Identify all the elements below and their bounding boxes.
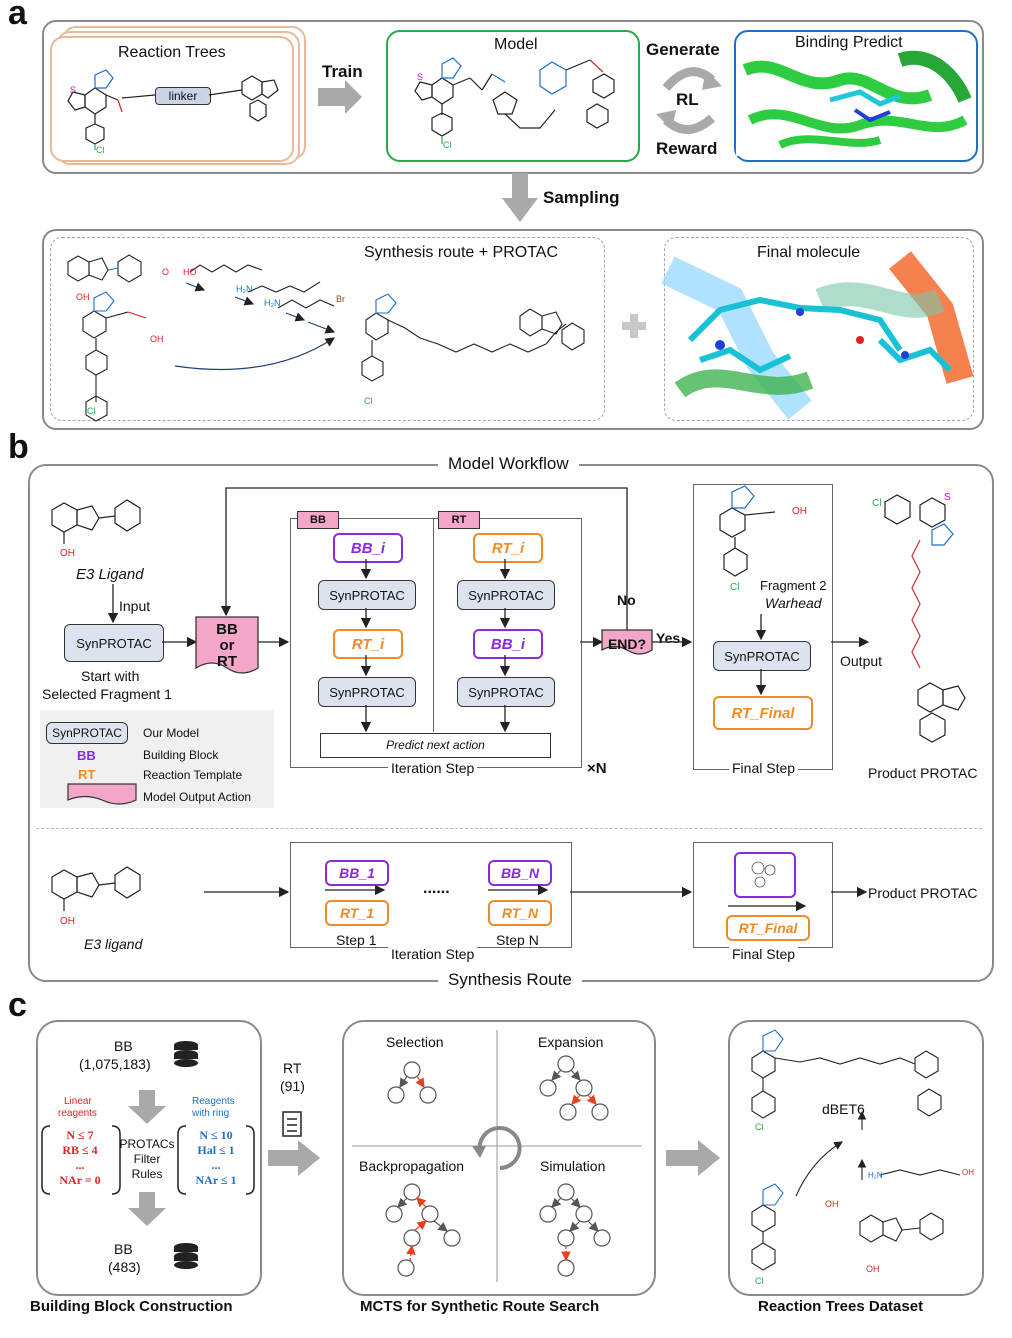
synprotac-right-2: SynPROTAC bbox=[457, 677, 555, 707]
rt-i-left: RT_i bbox=[333, 629, 403, 659]
panel-letter-b: b bbox=[8, 428, 29, 466]
route-dots: ...... bbox=[423, 880, 450, 897]
e3-ligand-label: E3 Ligand bbox=[76, 566, 144, 583]
input-label: Input bbox=[119, 598, 151, 614]
route-bb-n: BB_N bbox=[488, 860, 552, 886]
final-step-label: Final Step bbox=[729, 760, 799, 776]
final-molecule-title: Final molecule bbox=[757, 244, 861, 261]
route-step1: Step 1 bbox=[336, 932, 377, 948]
route-final-bb-box bbox=[734, 852, 796, 898]
model-title: Model bbox=[494, 36, 538, 53]
synprotac-right-1: SynPROTAC bbox=[457, 580, 555, 610]
synprotac-left-1: SynPROTAC bbox=[318, 580, 416, 610]
route-rt-final: RT_Final bbox=[726, 915, 810, 941]
rt-i-right: RT_i bbox=[473, 533, 543, 563]
reward-label: Reward bbox=[656, 139, 718, 158]
reagents-ring-2: with ring bbox=[192, 1108, 230, 1119]
start-with-label: Start with bbox=[81, 668, 140, 684]
model-workflow-title: Model Workflow bbox=[438, 454, 579, 474]
caption-reaction-trees: Reaction Trees Dataset bbox=[758, 1298, 924, 1315]
route-final-step-label: Final Step bbox=[729, 946, 799, 962]
output-label: Output bbox=[840, 653, 883, 669]
route-product-label: Product PROTAC bbox=[868, 885, 978, 901]
rl-label: RL bbox=[676, 90, 699, 109]
generate-label: Generate bbox=[646, 40, 720, 59]
route-rt-1: RT_1 bbox=[325, 900, 389, 926]
times-n-label: ×N bbox=[587, 760, 607, 777]
legend-reaction-template: Reaction Template bbox=[143, 768, 243, 782]
legend-our-model: Our Model bbox=[143, 726, 200, 740]
bb-i-left: BB_i bbox=[333, 533, 403, 563]
synthesis-route-title-b: Synthesis Route bbox=[438, 970, 582, 990]
bb-i-right: BB_i bbox=[473, 629, 543, 659]
route-iteration-box bbox=[290, 842, 572, 948]
linker-box: linker bbox=[155, 87, 211, 105]
bb-bottom-label: BB bbox=[114, 1241, 133, 1257]
warhead-label: Warhead bbox=[765, 595, 822, 611]
selected-fragment-label: Selected Fragment 1 bbox=[42, 686, 172, 702]
product-protac-label: Product PROTAC bbox=[868, 765, 978, 781]
dbet6-label: dBET6 bbox=[822, 1101, 865, 1117]
sampling-arrow bbox=[502, 173, 538, 222]
final-molecule-box bbox=[664, 237, 974, 421]
mcts-selection: Selection bbox=[386, 1034, 444, 1050]
fragment2-label: Fragment 2 bbox=[760, 578, 827, 593]
binding-predict-title: Binding Predict bbox=[795, 34, 903, 51]
mcts-simulation: Simulation bbox=[540, 1158, 606, 1174]
mcts-to-dataset-arrow bbox=[666, 1140, 720, 1176]
train-label: Train bbox=[322, 62, 363, 81]
synthesis-route-box bbox=[50, 237, 605, 421]
synthesis-route-title: Synthesis route + PROTAC bbox=[364, 244, 558, 261]
document-icon bbox=[282, 1111, 302, 1137]
synprotac-start-box: SynPROTAC bbox=[64, 624, 164, 662]
synprotac-left-2: SynPROTAC bbox=[318, 677, 416, 707]
iteration-divider bbox=[433, 518, 434, 732]
route-e3-ligand-label: E3 ligand bbox=[84, 936, 143, 952]
reaction-trees-title: Reaction Trees bbox=[118, 44, 226, 61]
predict-next-box: Predict next action bbox=[320, 733, 551, 758]
bb-bottom-count: (483) bbox=[108, 1259, 141, 1275]
rt-count: (91) bbox=[280, 1078, 305, 1094]
bb-top-label: BB bbox=[114, 1038, 133, 1054]
no-label: No bbox=[617, 592, 636, 608]
iteration-step-label: Iteration Step bbox=[388, 760, 478, 776]
legend-model-output: Model Output Action bbox=[143, 790, 252, 804]
bb-construction-box bbox=[36, 1020, 262, 1296]
route-iteration-step-label: Iteration Step bbox=[388, 946, 478, 962]
tag-rt: RT bbox=[438, 511, 480, 529]
synprotac-final: SynPROTAC bbox=[713, 641, 811, 671]
rt-arrow bbox=[268, 1140, 320, 1176]
route-stepn: Step N bbox=[496, 932, 539, 948]
legend-synprotac: SynPROTAC bbox=[46, 722, 128, 744]
rt-label: RT bbox=[283, 1060, 302, 1076]
yes-label: Yes bbox=[656, 630, 681, 646]
mcts-backpropagation: Backpropagation bbox=[359, 1158, 465, 1174]
tag-bb: BB bbox=[297, 511, 339, 529]
mcts-expansion: Expansion bbox=[538, 1034, 604, 1050]
reaction-trees-dataset-box bbox=[728, 1020, 984, 1296]
panel-letter-c: c bbox=[8, 986, 27, 1024]
caption-bb-construction: Building Block Construction bbox=[30, 1298, 233, 1315]
panel-letter-a: a bbox=[8, 0, 27, 32]
route-rt-n: RT_N bbox=[488, 900, 552, 926]
end-action: END? bbox=[607, 636, 647, 652]
legend-bb: BB bbox=[77, 748, 96, 763]
linear-reagents-1: Linear bbox=[64, 1096, 92, 1107]
bb-top-count: (1,075,183) bbox=[79, 1056, 151, 1072]
route-bb-1: BB_1 bbox=[325, 860, 389, 886]
legend-rt: RT bbox=[78, 767, 96, 782]
reagents-ring-1: Reagents bbox=[192, 1096, 235, 1107]
caption-mcts: MCTS for Synthetic Route Search bbox=[360, 1298, 600, 1315]
rt-final: RT_Final bbox=[713, 696, 813, 730]
legend-building-block: Building Block bbox=[143, 748, 219, 762]
sampling-label: Sampling bbox=[543, 188, 620, 207]
panel-b-separator bbox=[36, 828, 982, 829]
linear-reagents-2: reagents bbox=[58, 1108, 97, 1119]
